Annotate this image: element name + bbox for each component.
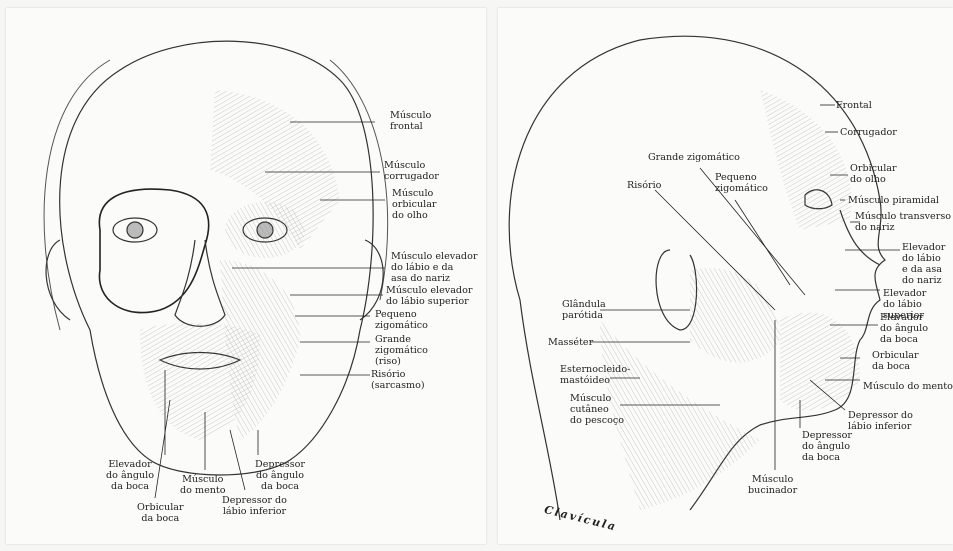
label-risorio-side: Risório [627,180,661,191]
label-orbicular-boca: Orbicular da boca [137,502,184,524]
label-depressor-angulo-boca: Depressor do ângulo da boca [255,459,305,492]
label-grande-zigomatico-side: Grande zigomático [648,152,740,163]
label-glandula-parotida: Glândula parótida [562,299,606,321]
label-musculo-mento: Músculo do mento [180,474,226,496]
label-elevador-angulo-boca-side: Elevador do ângulo da boca [880,312,928,345]
label-musculo-frontal: Músculo frontal [390,110,431,132]
label-frontal: Frontal [836,100,872,111]
label-musculo-transverso-nariz: Músculo transverso do nariz [855,211,951,233]
label-musculo-bucinador: Músculo bucinador [748,474,797,496]
label-musculo-orbicular-olho: Músculo orbicular do olho [392,188,437,221]
label-elevador-labio-superior: Músculo elevador do lábio superior [386,285,472,307]
label-orbicular-olho-side: Orbicular do olho [850,163,897,185]
label-musculo-cutaneo-pescoco: Músculo cutâneo do pescoço [570,393,624,426]
label-depressor-labio-inferior: Depressor do lábio inferior [222,495,287,517]
label-elevador-angulo-boca: Elevador do ângulo da boca [106,459,154,492]
label-orbicular-boca-side: Orbicular da boca [872,350,919,372]
label-corrugador: Corrugador [840,127,897,138]
label-musculo-piramidal: Músculo piramidal [848,195,939,206]
label-pequeno-zigomatico: Pequeno zigomático [375,309,428,331]
label-elevador-labio-asa-side: Elevador do lábio e da asa do nariz [902,242,945,286]
front-muscles [140,90,340,440]
label-pequeno-zigomatico-side: Pequeno zigomático [715,172,768,194]
label-musculo-mento-side: Músculo do mento [863,381,953,392]
label-masseter: Masséter [548,337,593,348]
label-depressor-labio-inferior-side: Depressor do lábio inferior [848,410,913,432]
label-musculo-corrugador: Músculo corrugador [384,160,439,182]
label-grande-zigomatico: Grande zigomático (riso) [375,334,428,367]
label-esternocleidomastoideo: Esternocleido- mastóideo [560,364,630,386]
label-elevador-labio-asa-nariz: Músculo elevador do lábio e da asa do na… [391,251,477,284]
label-depressor-angulo-boca-side: Depressor do ângulo da boca [802,430,852,463]
label-risorio: Risório (sarcasmo) [371,369,425,391]
